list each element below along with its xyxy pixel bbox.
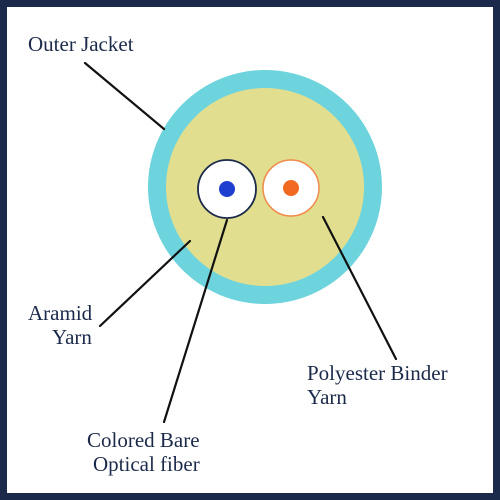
- leader-line-outer-jacket: [83, 61, 166, 131]
- label-polyester-binder-yarn: Polyester Binder Yarn: [307, 361, 448, 409]
- leader-line-optical-fiber: [162, 218, 229, 424]
- label-aramid-yarn: Aramid Yarn: [28, 301, 92, 349]
- polyester-binder-core: [283, 180, 299, 196]
- label-aramid-line-1: Aramid: [28, 301, 93, 325]
- label-polyester-line-1: Polyester Binder: [307, 361, 448, 385]
- leader-line-polyester-binder: [321, 215, 398, 361]
- cable-cross-section: [83, 61, 398, 424]
- label-fiber-line-2: Optical fiber: [93, 452, 200, 476]
- label-aramid-line-2: Yarn: [52, 325, 92, 349]
- label-fiber-line-1: Colored Bare: [87, 428, 200, 452]
- label-outer-jacket: Outer Jacket: [28, 32, 134, 56]
- label-polyester-line-2: Yarn: [307, 385, 347, 409]
- leader-line-aramid-yarn: [98, 239, 192, 328]
- label-colored-bare-optical-fiber: Colored Bare Optical fiber: [87, 428, 200, 476]
- label-outer-jacket-text: Outer Jacket: [28, 32, 134, 56]
- optical-fiber-core: [219, 181, 235, 197]
